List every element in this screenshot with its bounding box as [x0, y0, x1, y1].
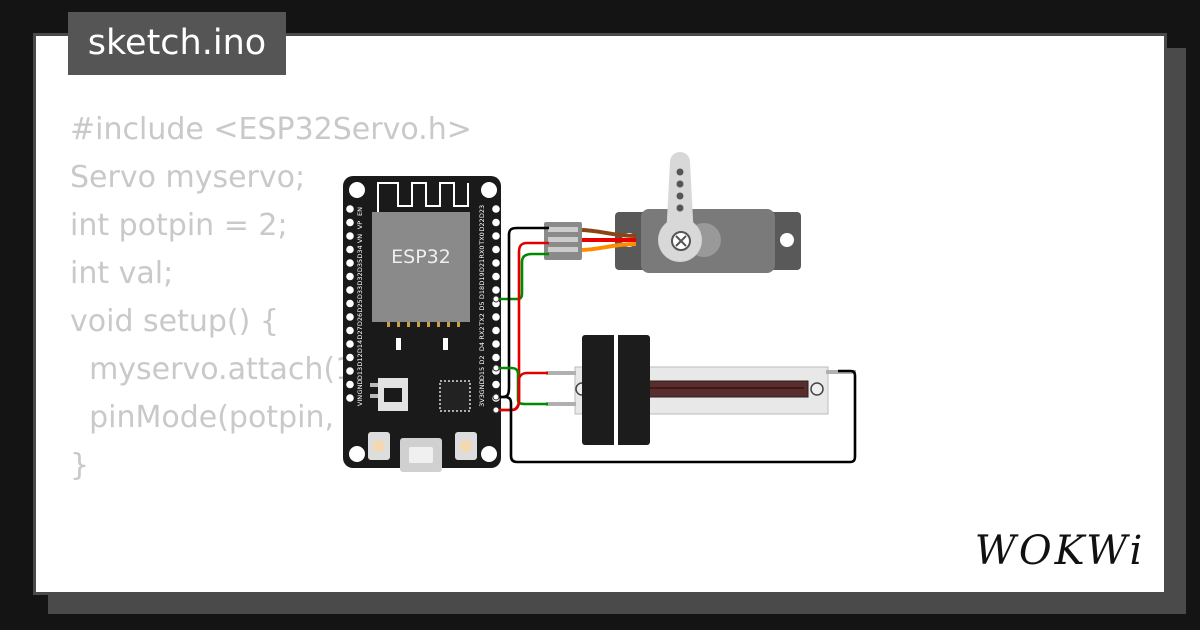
left-header-pin-label: D13 [356, 367, 364, 380]
slide-potentiometer[interactable] [546, 335, 856, 445]
right-header-pin-label: D22 [478, 218, 486, 231]
right-header-pin-label: D4 [478, 342, 486, 351]
right-header-pin[interactable] [492, 259, 500, 267]
right-header-pin[interactable] [492, 326, 500, 335]
left-header-pin[interactable] [346, 205, 354, 213]
left-header-pin[interactable] [346, 259, 354, 267]
right-header-pin-label: D15 [478, 367, 486, 380]
right-header-pin[interactable] [492, 313, 500, 321]
right-header-pin[interactable] [492, 218, 500, 227]
left-header-pin[interactable] [346, 232, 354, 240]
code-line: #include <ESP32Servo.h> [70, 112, 472, 147]
left-header-pin[interactable] [346, 272, 354, 281]
right-header-pin[interactable] [492, 353, 500, 362]
code-preview: #include <ESP32Servo.h> Servo myservo; int… [70, 106, 472, 490]
pot-ground-wire [496, 369, 857, 464]
code-line: Servo myservo; [70, 160, 306, 195]
left-header-pin-label: D12 [356, 353, 364, 366]
left-header-pin-label: D25 [356, 299, 364, 312]
left-header-pin-label: D34 [356, 245, 364, 258]
usb-uart-chip [439, 380, 471, 412]
left-header-pin-label: GND [356, 380, 364, 395]
left-header-pin-label: VP [356, 221, 364, 229]
svg-text:WOKWi: WOKWi [975, 528, 1146, 574]
left-header-pin-label: VN [356, 234, 364, 243]
right-header-pin[interactable] [492, 245, 500, 254]
wokwi-logo: WOKWi [975, 528, 1146, 574]
left-header-pin[interactable] [346, 367, 354, 375]
wires [496, 226, 857, 464]
left-header-pin[interactable] [346, 218, 354, 227]
right-header-pin[interactable] [492, 205, 500, 213]
right-header-pin[interactable] [492, 232, 500, 240]
left-header-pin[interactable] [346, 286, 354, 294]
left-header-pin[interactable] [346, 245, 354, 254]
code-line: int potpin = 2; [70, 208, 288, 243]
right-header-pin[interactable] [492, 380, 500, 389]
code-line: } [70, 448, 90, 483]
left-header-pin[interactable] [346, 353, 354, 362]
code-line: int val; [70, 256, 174, 291]
right-header-pin-label: D21 [478, 259, 486, 272]
right-header-pin-label: D5 [478, 301, 486, 310]
left-header-pin-label: D27 [356, 326, 364, 339]
right-header-pin-label: GND [478, 380, 486, 395]
chip-label: ESP32 [391, 246, 451, 268]
left-header-pin-label: EN [356, 207, 364, 216]
left-header-pin[interactable] [346, 299, 354, 308]
right-header-pin[interactable] [492, 286, 500, 294]
mount-hole [481, 446, 497, 462]
right-header-pin-label: RX2 [478, 326, 486, 339]
left-header-pin-label: D35 [356, 259, 364, 272]
servo-signal-wire [496, 252, 549, 301]
wire-endpoints [492, 295, 500, 414]
sketch-card: #include <ESP32Servo.h> Servo myservo; int… [33, 33, 1167, 595]
right-header-pin-label: D19 [478, 272, 486, 285]
right-header-pin-label: D18 [478, 286, 486, 299]
mount-hole [349, 182, 365, 198]
servo-motor[interactable] [544, 152, 801, 273]
left-header-pin[interactable] [346, 394, 354, 402]
left-header-pin-label: VIN [356, 395, 364, 406]
right-header-pin-label: D2 [478, 355, 486, 364]
mount-hole [349, 446, 365, 462]
antenna-trace [377, 182, 469, 214]
left-header-pin-label: D14 [356, 340, 364, 353]
mount-hole [481, 182, 497, 198]
right-header-pin[interactable] [492, 340, 500, 348]
left-header-pin[interactable] [346, 340, 354, 348]
right-header-pin-label: D23 [478, 205, 486, 218]
file-tab[interactable]: sketch.ino [68, 12, 286, 75]
voltage-regulator [370, 378, 408, 411]
left-header-pin-label: D32 [356, 272, 364, 285]
esp32-module: ESP32 [372, 212, 470, 327]
right-header-pin-label: TX0 [478, 232, 486, 246]
right-header-pin-label: RX0 [478, 245, 486, 258]
pot-power-wire [496, 371, 548, 412]
left-header-pin[interactable] [346, 380, 354, 389]
left-header-pin-label: D33 [356, 286, 364, 299]
right-header-pin-label: TX2 [478, 313, 486, 327]
left-header-pin-label: D26 [356, 313, 364, 326]
code-line: void setup() { [70, 304, 279, 339]
left-header-pin[interactable] [346, 326, 354, 335]
right-header-pin-label: 3V3 [478, 394, 486, 407]
right-header-pin[interactable] [492, 272, 500, 281]
left-header-pin[interactable] [346, 313, 354, 321]
esp32-board[interactable]: ESP32 ENVPVND34D35D32D33D25D26D27D14D12D… [343, 176, 501, 472]
